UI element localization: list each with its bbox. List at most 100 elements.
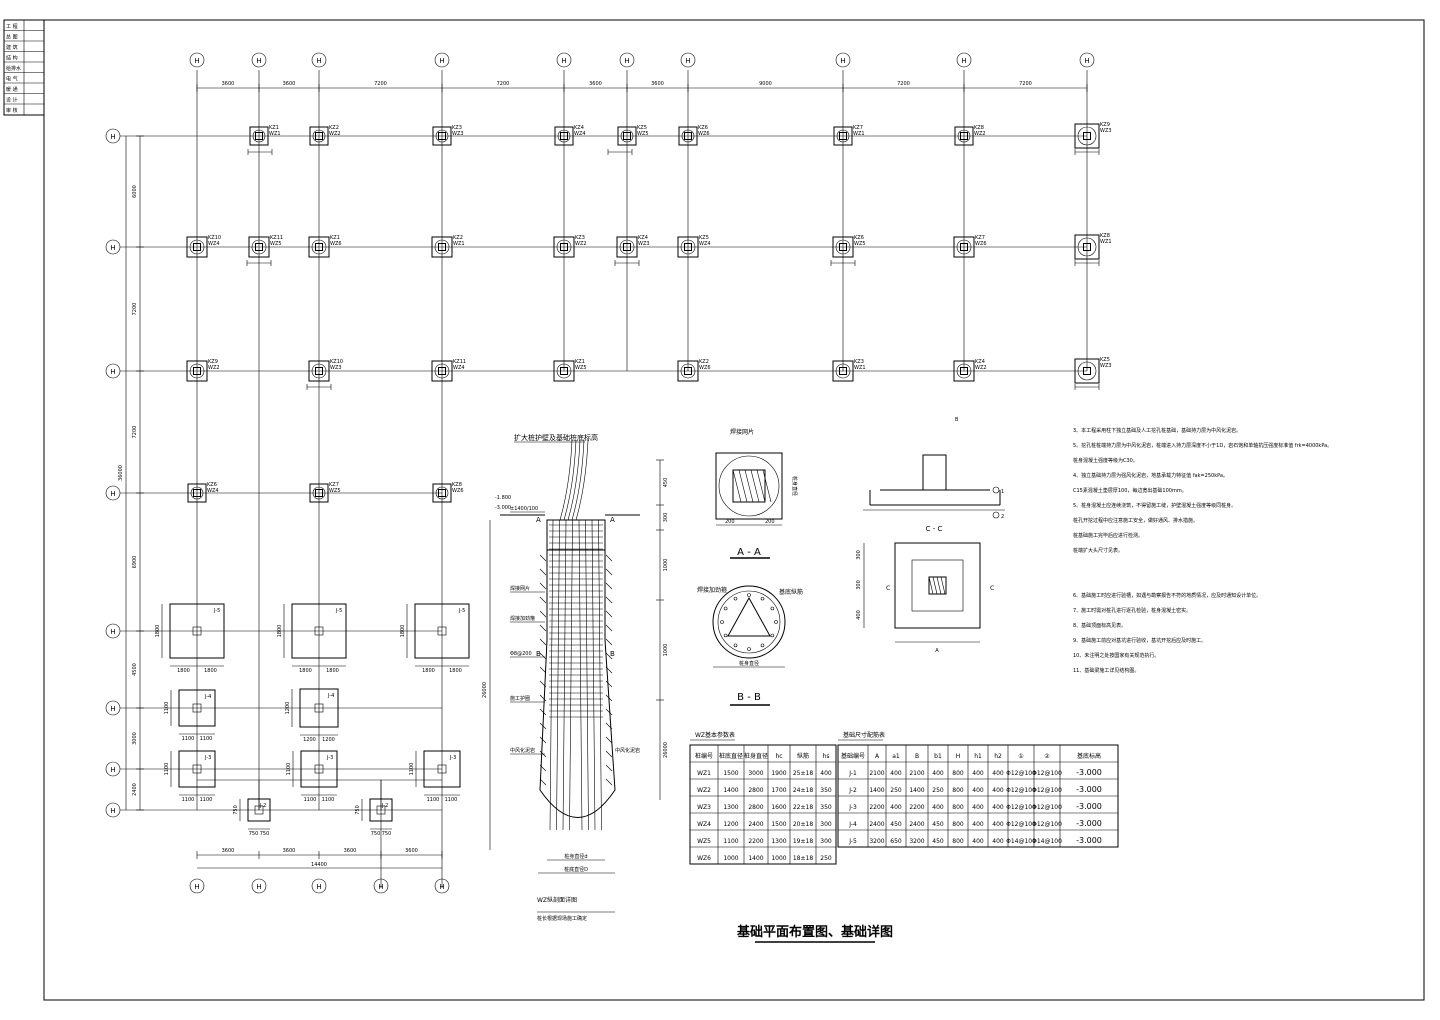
pile-cap-section [546, 519, 606, 551]
pile-circle [680, 363, 696, 379]
rebar-curve [567, 439, 581, 521]
footing-outline [178, 750, 216, 788]
column-tag-wz: WZ1 [453, 241, 465, 247]
dimension-text-bottom: 3600 [222, 848, 235, 854]
table-j-cell: 1400 [869, 787, 884, 794]
rebar-dot [760, 596, 765, 601]
pile-circle [619, 239, 635, 255]
table-j-cell: 650 [890, 838, 902, 845]
pile-cap [953, 236, 975, 258]
cc-mark [992, 486, 1000, 494]
table-wz-cell: 1400 [748, 855, 763, 862]
pile-shaft-outline [539, 550, 616, 818]
table-j-cell: 800 [952, 821, 964, 828]
axis-label-top: H [624, 57, 629, 65]
section-bb-outer [712, 585, 786, 659]
footing-tag: J-5 [458, 608, 465, 614]
section-dim-text: 桩身直径 [739, 660, 759, 667]
wall-hatch [605, 610, 613, 618]
column-tag-wz: WZ6 [330, 241, 342, 247]
wall-hatch [539, 778, 547, 786]
table-wz-cell: 19±18 [793, 838, 813, 845]
table-wz-header: 桩底直径 [719, 752, 743, 760]
table-j-header: H [956, 753, 961, 760]
table-wz-cell: WZ6 [697, 855, 711, 862]
elevation-label: -1.800 [495, 495, 511, 501]
pile-circle [557, 129, 571, 143]
table-j-cell: 400 [932, 804, 944, 811]
rebar-dot [770, 606, 775, 611]
table-j-cell: Φ12@100 [1032, 787, 1062, 794]
table-wz-cell: 20±18 [793, 821, 813, 828]
cc-plan-inner [911, 559, 964, 612]
note-line: 3、本工程采用柱下独立基础及人工挖孔桩基础，基础持力层为中风化泥岩。 [1073, 427, 1241, 434]
table-j-cell: 3200 [869, 838, 884, 845]
table-j-header: h2 [994, 753, 1002, 760]
section-bb-label: 焊接加劲箍 [697, 586, 727, 594]
pile-circle [190, 486, 204, 500]
footing-tag: J-5 [335, 608, 342, 614]
footing-dim-a: 1100 [304, 797, 317, 803]
rebar-dot [747, 647, 751, 651]
wall-hatch [539, 596, 547, 604]
wall-hatch [605, 568, 613, 576]
section-hatch [738, 469, 748, 503]
rebar-dot [774, 620, 778, 624]
column-tag-kz: KZ4 [574, 125, 584, 131]
column-tag-kz: KZ4 [975, 359, 985, 365]
footing-dim-b: 1800 [449, 668, 462, 674]
wall-hatch [605, 652, 613, 660]
note-line: 桩基础施工完毕后应进行检测。 [1073, 532, 1143, 539]
table-wz-header: hc [775, 753, 782, 760]
table-j-cell: Φ12@100 [1006, 804, 1036, 811]
design-notes: 3、本工程采用柱下独立基础及人工挖孔桩基础，基础持力层为中风化泥岩。5、挖孔桩桩… [1073, 427, 1332, 674]
pile-cap [249, 126, 269, 146]
column-square [438, 489, 446, 497]
table-j-cell: 2200 [909, 804, 924, 811]
rebar-curve [563, 439, 577, 521]
table-wz-cell: 1500 [771, 821, 786, 828]
footing-tag: J-2 [381, 803, 388, 809]
wall-hatch [539, 554, 547, 562]
table-wz-cell: 18±18 [793, 855, 813, 862]
table-j-cell: Φ12@100 [1006, 821, 1036, 828]
column-tag-wz: WZ4 [699, 241, 711, 247]
pile-dim-text: 300 [663, 513, 669, 523]
table-j-cell: J-5 [848, 838, 857, 845]
table-j-header: 基础编号 [841, 752, 865, 760]
pile-circle [835, 363, 851, 379]
column-square [839, 132, 847, 140]
axis-bubble-top [556, 52, 572, 68]
table-wz-title: WZ基本参数表 [695, 731, 735, 739]
section-aa-label: 焊接网片 [730, 428, 754, 436]
column-tag-wz: WZ1 [853, 131, 865, 137]
elevation-label: -3.000 [495, 505, 511, 511]
column-square [684, 367, 692, 375]
column-tag-wz: WZ4 [453, 365, 465, 371]
column-tag-kz: KZ8 [452, 482, 462, 488]
footing-dim-a: 1100 [427, 797, 440, 803]
table-j-cell: 2200 [869, 804, 884, 811]
wall-hatch [605, 554, 613, 562]
section-aa-circle [718, 455, 780, 517]
dimension-text-top: 7200 [1019, 81, 1032, 87]
column-square [1083, 132, 1091, 140]
table-wz-cell: 1500 [723, 770, 738, 777]
pile-circle [435, 129, 449, 143]
pile-cap [833, 126, 853, 146]
rebar-dot [720, 620, 724, 624]
table-j-cell: Φ12@100 [1032, 770, 1062, 777]
note-line: 4、独立基础持力层为强风化泥岩，地基承载力特征值 fak=250kPa。 [1073, 472, 1228, 479]
column-tag-kz: KZ8 [1100, 233, 1110, 239]
column-square [255, 243, 263, 251]
dimension-text-top: 7200 [497, 81, 510, 87]
column-square [960, 132, 968, 140]
table-wz-cell: 1900 [771, 770, 786, 777]
axis-label-bottom: H [378, 883, 383, 891]
section-hatch [936, 576, 942, 595]
footing-dim-b: 1100 [200, 797, 213, 803]
dimension-text-left: 4500 [132, 663, 138, 676]
column-tag-wz: WZ2 [974, 131, 986, 137]
axis-label-top: H [256, 57, 261, 65]
dimension-text-top: 3600 [651, 81, 664, 87]
